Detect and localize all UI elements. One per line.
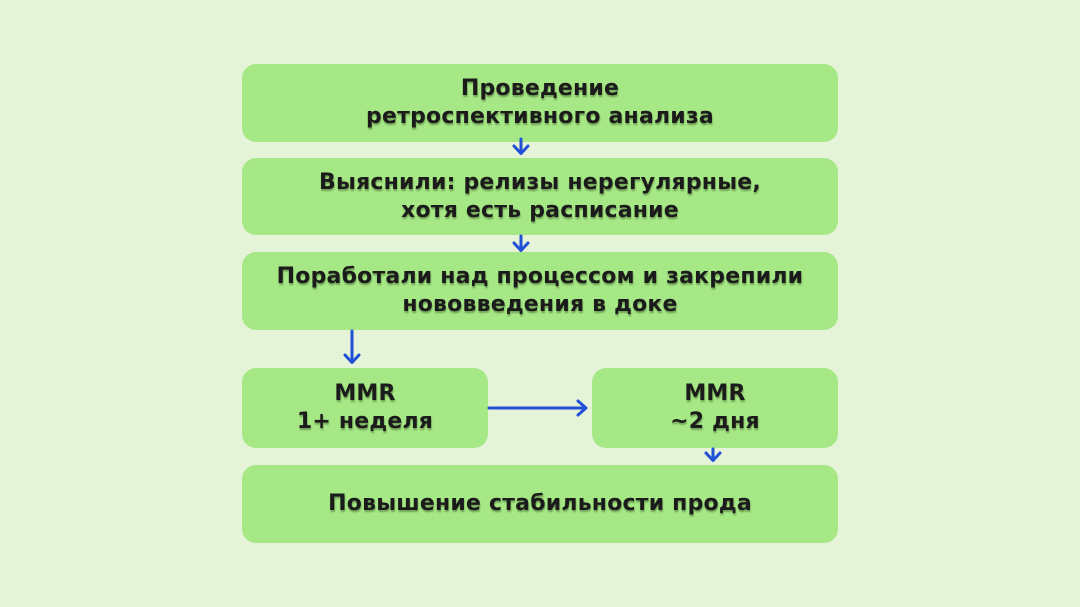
flow-node-label: Повышение стабильности прода [328,491,752,516]
flow-node-mmr-before: MMR 1+ неделя [242,368,488,448]
flow-node-label: Проведение ретроспективного анализа [366,76,714,129]
flow-node-retro-analysis: Проведение ретроспективного анализа [242,64,838,142]
flow-node-label: Поработали над процессом и закрепили нов… [276,264,804,317]
flow-node-label: MMR ~2 дня [670,381,760,434]
flow-node-prod-stability: Повышение стабильности прода [242,465,838,543]
arrow-down-icon [512,234,530,252]
flow-node-process-improved: Поработали над процессом и закрепили нов… [242,252,838,330]
flow-node-findings: Выяснили: релизы нерегулярные, хотя есть… [242,158,838,235]
arrow-down-icon [704,447,722,462]
arrow-down-icon [343,329,361,364]
flow-node-label: Выяснили: релизы нерегулярные, хотя есть… [319,169,761,223]
flow-node-label: MMR 1+ неделя [296,381,434,434]
flow-node-mmr-after: MMR ~2 дня [592,368,838,448]
arrow-right-icon [487,399,588,417]
